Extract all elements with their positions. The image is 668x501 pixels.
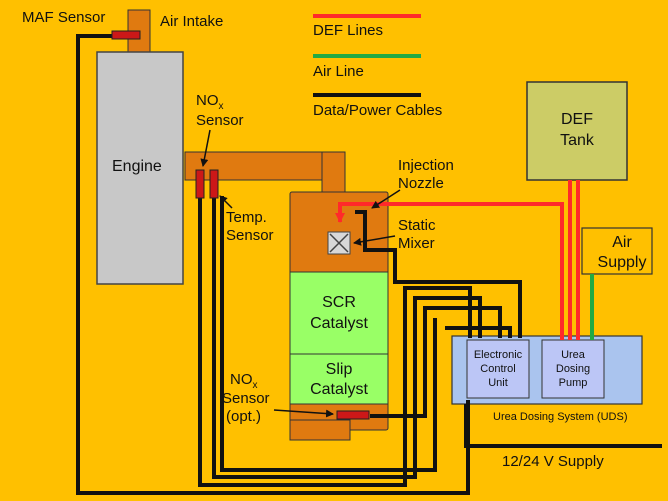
cable-supply <box>464 404 662 448</box>
ecu-label-1: Electronic <box>474 349 523 361</box>
slip-catalyst <box>289 353 389 405</box>
cable-maf <box>76 34 470 495</box>
cable-bundle-a <box>220 196 437 472</box>
temp-sensor-pointer <box>219 195 233 209</box>
def-tank <box>526 81 628 181</box>
def-lines <box>335 180 580 340</box>
cable-temp <box>212 196 482 479</box>
engine-label: Engine <box>112 158 162 175</box>
slip-catalyst-label-2: Catalyst <box>310 381 368 398</box>
injection-nozzle-label-1: Injection <box>398 157 454 174</box>
nox-sensor-2-opt: (opt.) <box>226 408 261 425</box>
slip-catalyst-label-1: Slip <box>326 361 353 378</box>
cable-bundle-b <box>445 326 512 338</box>
def-tank-label-1: DEF <box>561 111 593 128</box>
nox-sensor-2-label: NOx <box>230 371 258 391</box>
cable-nox-2 <box>370 306 502 418</box>
static-mixer-label-2: Mixer <box>398 235 435 252</box>
exhaust-pipe-vertical <box>321 151 346 199</box>
temp-sensor <box>209 169 219 199</box>
nox-sensor-2-pointer <box>273 409 334 418</box>
urea-dosing-pump <box>541 339 605 399</box>
nox-sensor-1 <box>195 169 205 199</box>
static-mixer-pointer <box>353 235 396 246</box>
ecu-label-3: Unit <box>488 377 508 389</box>
injection-nozzle-pointer <box>371 189 401 209</box>
exhaust-pipe-horizontal <box>184 151 346 181</box>
nox-sensor-1-word: Sensor <box>196 112 244 129</box>
scr-catalyst-label-1: SCR <box>322 294 356 311</box>
legend: DEF Lines Air Line Data/Power Cables <box>313 14 442 119</box>
supply-label: 12/24 V Supply <box>502 453 604 470</box>
maf-sensor <box>111 30 141 40</box>
temp-sensor-label-1: Temp. <box>226 209 267 226</box>
nox-sensor-1-pointer <box>200 129 211 167</box>
maf-sensor-label: MAF Sensor <box>22 9 105 26</box>
cable-nozzle <box>355 210 522 338</box>
uds-label: Urea Dosing System (UDS) <box>493 411 627 423</box>
air-supply-label-2: Supply <box>598 254 647 271</box>
ecu-label-2: Control <box>480 363 515 375</box>
pump-label-2: Dosing <box>556 363 590 375</box>
scr-catalyst <box>289 271 389 355</box>
static-mixer-x-icon <box>327 231 351 255</box>
air-supply-label-1: Air <box>612 234 632 251</box>
engine-block <box>96 51 184 285</box>
tailpipe <box>289 419 351 441</box>
legend-air-label: Air Line <box>313 63 364 80</box>
data-power-cables <box>76 34 662 495</box>
air-intake-label: Air Intake <box>160 13 223 30</box>
pump-label-3: Pump <box>559 377 588 389</box>
pump-label-1: Urea <box>561 349 586 361</box>
def-line-pump-to-nozzle <box>335 202 564 340</box>
electronic-control-unit <box>466 339 530 399</box>
injection-nozzle-label-2: Nozzle <box>398 175 444 192</box>
def-tank-label-2: Tank <box>560 132 595 149</box>
scr-catalyst-label-2: Catalyst <box>310 315 368 332</box>
legend-def-label: DEF Lines <box>313 22 383 39</box>
nox-sensor-2 <box>336 410 370 420</box>
nox-sensor-1-label: NOx <box>196 92 224 112</box>
static-mixer-label-1: Static <box>398 217 436 234</box>
nox-sensor-2-word: Sensor <box>222 390 270 407</box>
temp-sensor-label-2: Sensor <box>226 227 274 244</box>
legend-cable-label: Data/Power Cables <box>313 102 442 119</box>
air-supply-box <box>581 227 653 275</box>
